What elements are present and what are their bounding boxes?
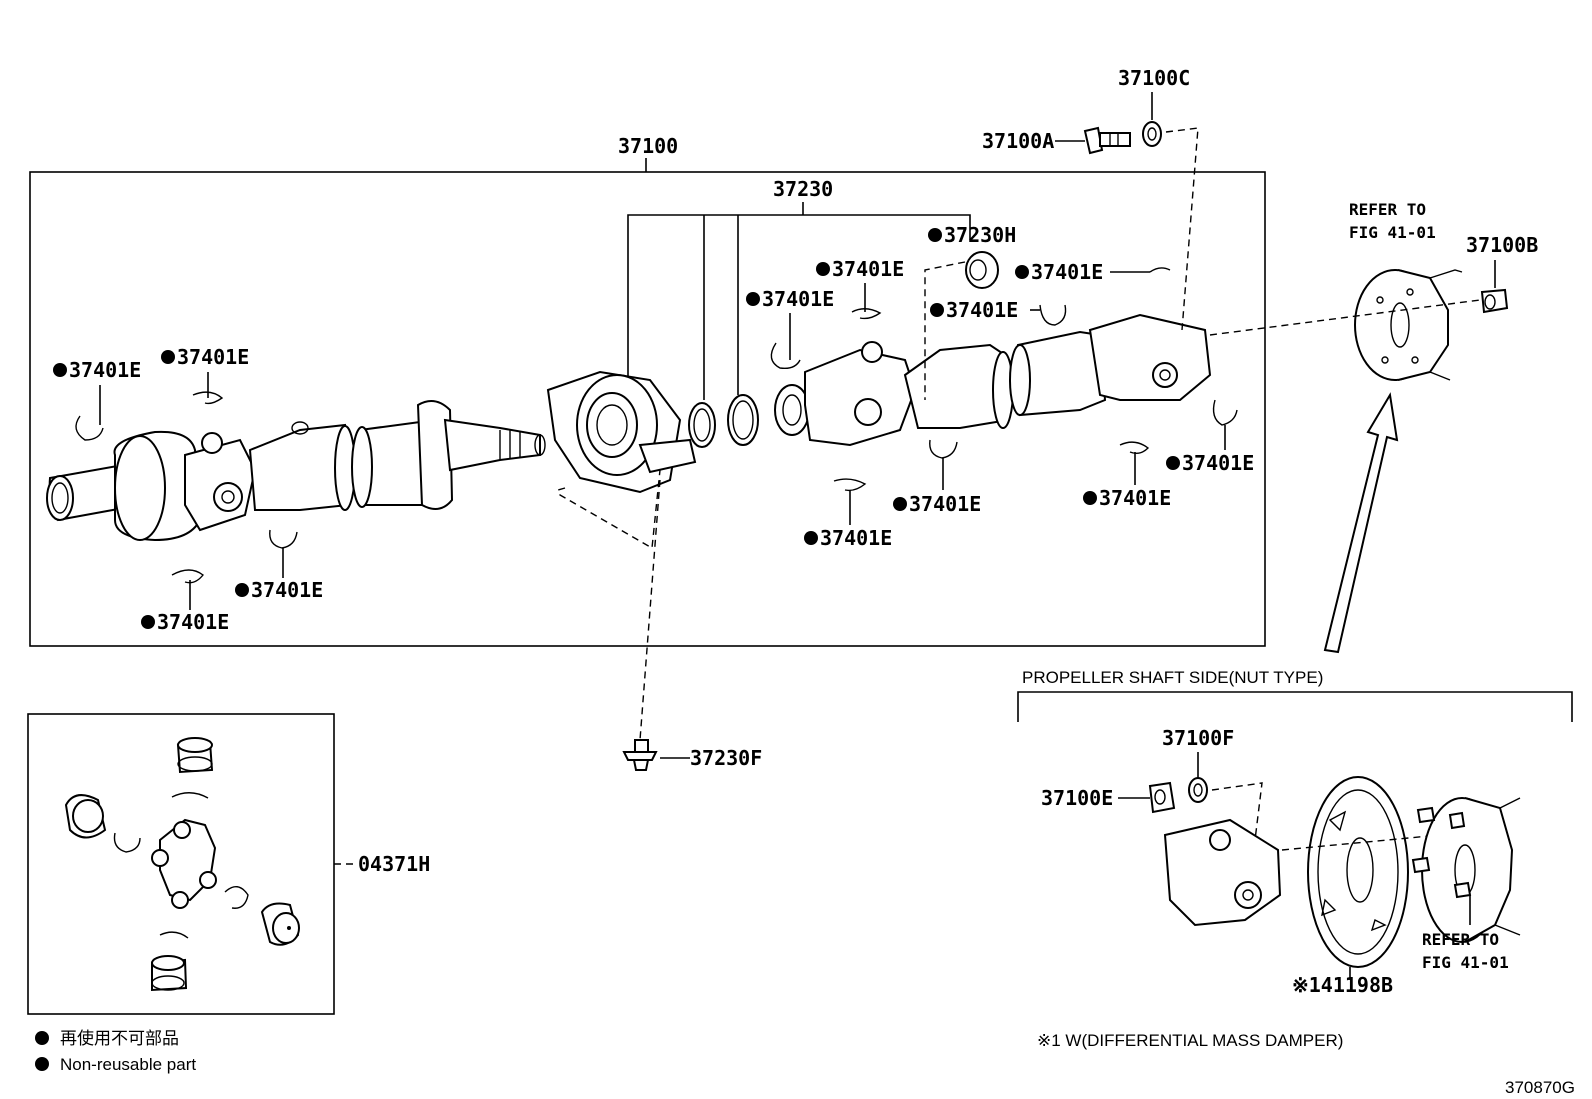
- label-37401e-5[interactable]: 37401E: [762, 287, 834, 311]
- label-37401e-11[interactable]: 37401E: [1099, 486, 1171, 510]
- label-37230f[interactable]: 37230F: [690, 746, 762, 770]
- label-37230h[interactable]: 37230H: [944, 223, 1016, 247]
- label-37100[interactable]: 37100: [618, 134, 678, 158]
- spider-kit-parts: [64, 737, 300, 992]
- center-bearing: [546, 370, 697, 550]
- label-37100c[interactable]: 37100C: [1118, 66, 1190, 90]
- companion-flange: 37100B REFER TO FIG 41-01: [1209, 200, 1538, 654]
- label-37100e[interactable]: 37100E: [1041, 786, 1113, 810]
- label-37401e-1[interactable]: 37401E: [69, 358, 141, 382]
- label-37401e-7[interactable]: 37401E: [946, 298, 1018, 322]
- label-37100a[interactable]: 37100A: [982, 129, 1054, 153]
- label-37401e-10[interactable]: 37401E: [820, 526, 892, 550]
- main-assembly-frame: [29, 171, 1266, 647]
- label-37401e-8[interactable]: 37401E: [1031, 260, 1103, 284]
- refer-top-line1[interactable]: REFER TO: [1349, 200, 1426, 219]
- label-37401e-3[interactable]: 37401E: [251, 578, 323, 602]
- label-37401e-9[interactable]: 37401E: [909, 492, 981, 516]
- cushion-37230h: 37230H: [924, 223, 1016, 400]
- nut-type-title[interactable]: PROPELLER SHAFT SIDE(NUT TYPE): [1022, 668, 1323, 687]
- label-37100f[interactable]: 37100F: [1162, 726, 1234, 750]
- label-37100b[interactable]: 37100B: [1466, 233, 1538, 257]
- label-41198b[interactable]: ※141198B: [1292, 973, 1393, 997]
- snap-ring-labels: 37401E 37401E 37401E 37401E 37401E 37401…: [53, 257, 1254, 634]
- snap-rings: [75, 267, 1238, 584]
- label-37401e-6[interactable]: 37401E: [832, 257, 904, 281]
- bolt-and-washer: 37100A 37100C: [982, 66, 1199, 331]
- refer-bottom-line2[interactable]: FIG 41-01: [1422, 953, 1509, 972]
- legend-non-reusable-jp[interactable]: 再使用不可部品: [60, 1028, 179, 1048]
- refer-bottom-line1[interactable]: REFER TO: [1422, 930, 1499, 949]
- legend-non-reusable-en[interactable]: Non-reusable part: [60, 1055, 196, 1074]
- label-04371h[interactable]: 04371H: [358, 852, 430, 876]
- legend: 再使用不可部品 Non-reusable part ※1 W(DIFFERENT…: [35, 1028, 1575, 1097]
- label-37401e-2[interactable]: 37401E: [177, 345, 249, 369]
- label-37401e-4[interactable]: 37401E: [157, 610, 229, 634]
- front-shaft: [46, 400, 546, 542]
- refer-top-line2[interactable]: FIG 41-01: [1349, 223, 1436, 242]
- nut-type-section: PROPELLER SHAFT SIDE(NUT TYPE) 37100F 37…: [1017, 668, 1573, 997]
- footnote-differential-mass-damper[interactable]: ※1 W(DIFFERENTIAL MASS DAMPER): [1037, 1031, 1343, 1050]
- bearing-bolt-37230f: 37230F: [622, 479, 762, 771]
- figure-id[interactable]: 370870G: [1505, 1078, 1575, 1097]
- label-37230[interactable]: 37230: [773, 177, 833, 201]
- label-37401e-12[interactable]: 37401E: [1182, 451, 1254, 475]
- rear-shaft: [774, 313, 1212, 447]
